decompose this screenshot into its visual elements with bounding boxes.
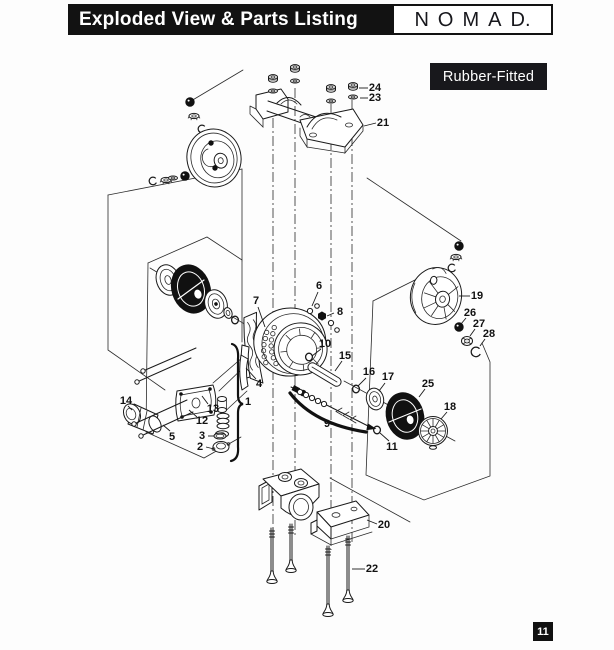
brand-letter: M xyxy=(462,8,480,31)
part-label-27: 27 xyxy=(473,318,485,330)
part-label-2: 2 xyxy=(197,441,203,453)
page-number: 11 xyxy=(537,625,549,638)
part-label-17: 17 xyxy=(382,371,394,383)
header-bar: Exploded View & Parts Listing xyxy=(68,4,392,35)
o-ring-icon xyxy=(372,425,382,435)
part-label-25: 25 xyxy=(422,378,434,390)
keps-nut-icon xyxy=(348,82,358,91)
valve-ball-icon xyxy=(180,171,190,181)
washer-icon xyxy=(348,94,358,100)
rubber-fitted-badge: Rubber-Fitted xyxy=(430,63,547,90)
part-label-1: 1 xyxy=(245,396,251,408)
group-brace xyxy=(229,342,244,463)
brand-logo: N O M A D. xyxy=(392,4,553,35)
keps-washer-icon xyxy=(187,112,201,121)
air-valve-assembly xyxy=(122,342,249,463)
leader-line-10 xyxy=(311,348,322,357)
leader-line-7 xyxy=(257,306,266,328)
part-label-14: 14 xyxy=(120,395,133,407)
brand-letter: A xyxy=(488,8,502,31)
part-label-23: 23 xyxy=(369,92,381,104)
brand-letter: D. xyxy=(510,8,531,31)
leader-line-2 xyxy=(205,446,215,450)
right-chamber-cover xyxy=(409,241,481,358)
part-label-24: 24 xyxy=(369,82,382,94)
header: Exploded View & Parts Listing N O M A D. xyxy=(68,4,553,35)
part-label-3: 3 xyxy=(199,430,205,442)
part-label-8: 8 xyxy=(337,306,343,318)
leader-line-4 xyxy=(245,367,257,380)
leg-bolts xyxy=(266,523,354,617)
washer-icon xyxy=(268,88,278,94)
bottom-manifold-assembly xyxy=(258,468,373,617)
leader-line-5 xyxy=(162,424,171,432)
hex-nut-icon xyxy=(318,311,326,321)
keps-nut-icon xyxy=(290,64,300,73)
right-diaphragm-assembly xyxy=(385,392,448,450)
top-bracket-assembly xyxy=(249,64,364,155)
valve-ball-icon xyxy=(454,322,464,332)
part-label-6: 6 xyxy=(316,280,322,292)
part-label-5: 5 xyxy=(169,431,175,443)
part-label-9: 9 xyxy=(324,418,330,430)
leader-line-21 xyxy=(363,122,377,127)
star-washer xyxy=(461,336,473,346)
keps-nut-icon xyxy=(268,74,278,83)
leader-line-12 xyxy=(188,409,198,418)
group-brace xyxy=(288,391,368,434)
leader-line-25 xyxy=(418,388,426,398)
part-label-22: 22 xyxy=(366,563,378,575)
part-label-13: 13 xyxy=(207,403,219,415)
valve-ball-icon xyxy=(454,241,464,251)
washer-icon xyxy=(326,98,336,104)
o-ring xyxy=(470,346,481,358)
washer-icon xyxy=(168,175,178,181)
leader-line-14 xyxy=(127,405,133,411)
part-label-15: 15 xyxy=(339,350,351,362)
flat-o-ring xyxy=(213,432,227,440)
part-label-4: 4 xyxy=(256,378,263,390)
part-label-18: 18 xyxy=(444,401,456,413)
washer-icon xyxy=(290,78,300,84)
leader-line-6 xyxy=(311,291,319,307)
leader-line-17 xyxy=(378,382,386,392)
left-chamber-cover xyxy=(185,97,242,188)
left-diaphragm-assembly xyxy=(155,264,240,325)
leader-line-8 xyxy=(326,312,335,317)
part-label-12: 12 xyxy=(196,415,208,427)
part-label-16: 16 xyxy=(363,366,375,378)
part-label-7: 7 xyxy=(253,295,259,307)
brand-letter: N xyxy=(414,8,429,31)
part-label-26: 26 xyxy=(464,307,476,319)
leader-line-13 xyxy=(201,395,209,405)
keps-nut-icon xyxy=(326,84,336,93)
leader-line-18 xyxy=(440,411,448,420)
foot-bracket xyxy=(310,500,373,546)
leader-line-26 xyxy=(460,317,467,325)
valve-bolts xyxy=(131,347,197,439)
retaining-ring-icon xyxy=(148,176,157,186)
inner-piston xyxy=(418,416,448,450)
part-label-21: 21 xyxy=(377,117,389,129)
part-label-19: 19 xyxy=(471,290,483,302)
part-label-20: 20 xyxy=(378,519,390,531)
leader-line-20 xyxy=(366,519,378,525)
leader-line-28 xyxy=(479,338,486,347)
leader-line-15 xyxy=(334,360,343,372)
page-number-box: 11 xyxy=(533,622,553,641)
rod-assembly xyxy=(288,385,382,435)
part-label-28: 28 xyxy=(483,328,495,340)
page-title: Exploded View & Parts Listing xyxy=(79,8,358,30)
part-label-10: 10 xyxy=(319,338,331,350)
valve-ball-icon xyxy=(185,97,195,107)
part-label-11: 11 xyxy=(386,441,398,453)
leader-line-16 xyxy=(357,377,367,387)
badge-label: Rubber-Fitted xyxy=(442,68,535,85)
shaft-assembly xyxy=(304,352,385,411)
leader-line-27 xyxy=(469,328,476,337)
leader-line-11 xyxy=(379,432,390,442)
keps-washer-icon xyxy=(449,253,463,262)
